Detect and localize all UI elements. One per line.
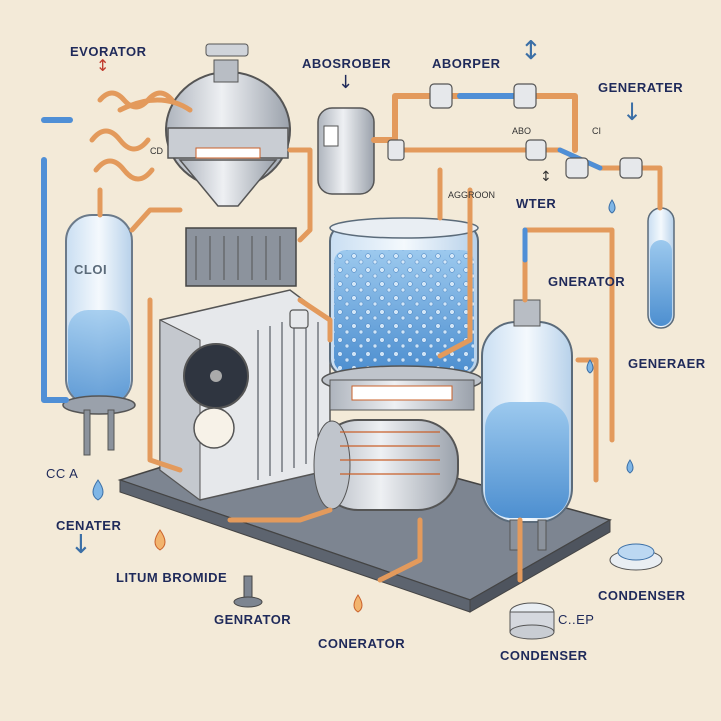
right-glass-cylinder [481, 299, 573, 551]
label-water: WTER [516, 196, 557, 211]
label-small-cd: CD [150, 146, 163, 156]
left-glass-tank [62, 214, 136, 456]
water-droplets [92, 199, 634, 613]
label-condenser-bottom: CONDENSER [500, 648, 588, 663]
label-generator-mid: GNERATOR [548, 274, 626, 289]
label-tank-left: CLOI [74, 262, 108, 277]
pipe-valves [289, 83, 643, 329]
arrow-down-left-icon: ↓ [70, 530, 92, 560]
label-small-agroon: AGGROON [448, 190, 496, 200]
arrow-updown-blue-icon: ↕ [520, 36, 542, 66]
arrow-down-blue-icon: ↓ [622, 98, 643, 126]
label-conerator: CONERATOR [318, 636, 406, 651]
arrow-updown-small-icon: ↕ [540, 169, 552, 185]
label-cca: CC A [46, 466, 79, 481]
label-cenater: CENATER [56, 518, 122, 533]
label-absorber-1: ABOSROBER [302, 56, 392, 71]
evaporator-vessel [165, 43, 291, 207]
label-cep: C..EP [558, 612, 595, 627]
label-generator-right: GENERAER [628, 356, 706, 371]
water-dish [509, 602, 555, 640]
label-small-abo: ABO [512, 126, 532, 136]
coil-radiator [185, 227, 297, 287]
label-lithium-bromide: LITUM BROMIDE [116, 570, 228, 585]
small-stand [233, 575, 263, 608]
heat-exchanger-drum [313, 419, 459, 511]
right-small-tube [647, 207, 675, 329]
crystal-bowl [609, 543, 663, 571]
arrow-down-icon: ↓ [338, 72, 354, 93]
label-condenser-right: CONDENSER [598, 588, 686, 603]
label-generator-top: GENERATER [598, 80, 684, 95]
absorber-small-canister [317, 107, 375, 195]
condenser-fan-unit [159, 289, 331, 501]
label-absorber-2: ABORPER [432, 56, 501, 71]
label-small-ci: CI [592, 126, 601, 136]
arrow-updown-icon: ↕ [96, 56, 110, 75]
absorber-main-tank [321, 217, 483, 411]
label-genrator-bottom: GENRATOR [214, 612, 292, 627]
label-evaporator: EVORATOR [70, 44, 147, 59]
